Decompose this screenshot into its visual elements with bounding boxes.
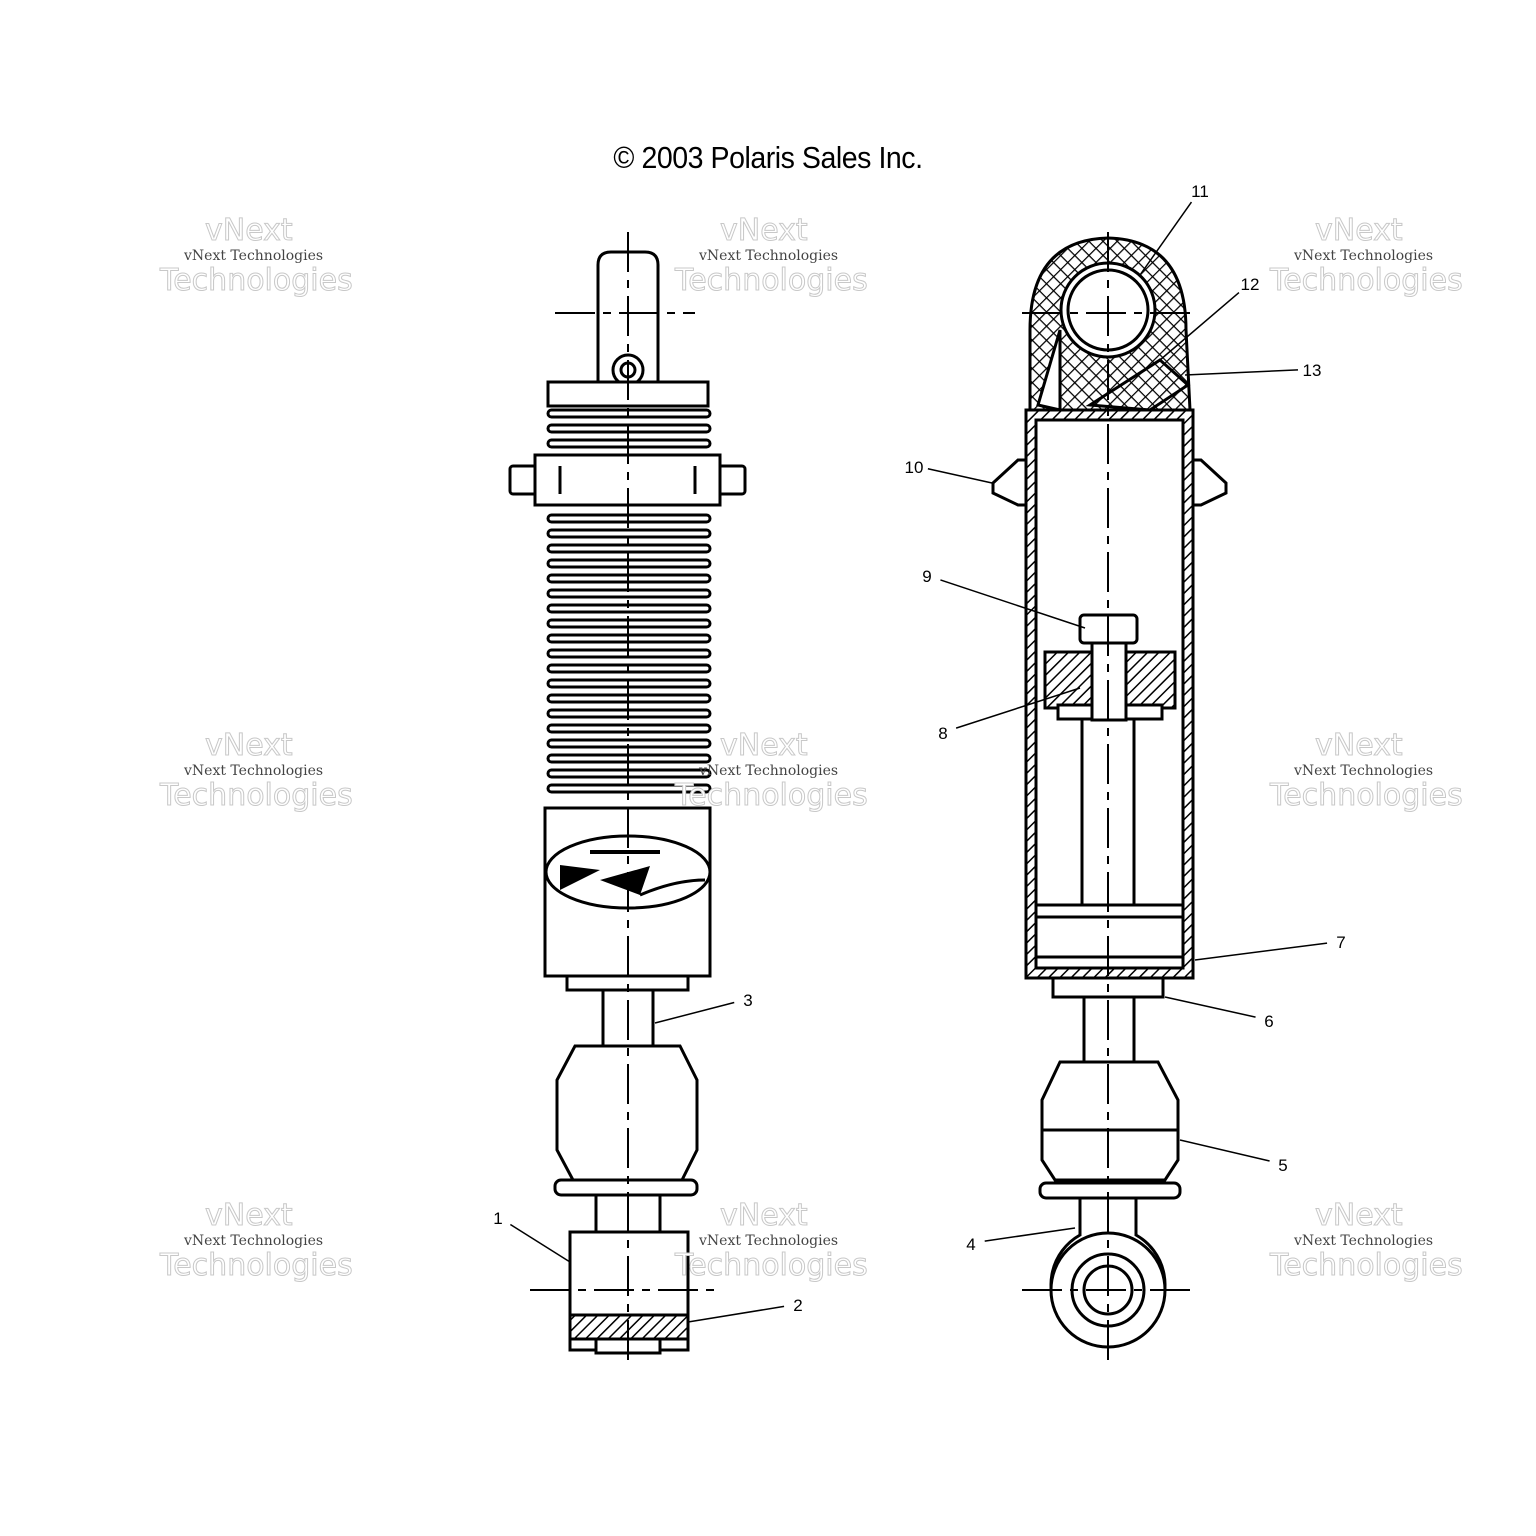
spring-coil	[546, 543, 712, 554]
callout-number: 8	[938, 724, 947, 743]
callout-number: 5	[1278, 1156, 1287, 1175]
leader-line	[984, 1227, 1076, 1242]
leader-line	[1164, 996, 1256, 1018]
callout-left-lower-bushing: 2	[687, 1296, 803, 1323]
spring-coil	[546, 528, 712, 539]
leader-line	[509, 1223, 571, 1263]
leader-line	[654, 1001, 735, 1024]
leader-line	[1194, 942, 1328, 961]
leader-line	[1139, 201, 1193, 276]
callout-valve-cap: 13	[1184, 361, 1322, 380]
leader-line	[687, 1305, 785, 1323]
callout-number: 13	[1303, 361, 1322, 380]
leader-line	[1179, 1139, 1270, 1162]
spring-coil	[546, 783, 712, 794]
callout-piston-nut: 9	[922, 567, 1086, 629]
right-shock-section-view	[991, 236, 1228, 1349]
callout-lower-eye: 4	[966, 1227, 1076, 1254]
callout-number: 10	[905, 458, 924, 477]
center-lines	[530, 232, 1195, 1360]
callout-number: 12	[1241, 275, 1260, 294]
leader-line	[927, 468, 993, 484]
callout-number: 3	[743, 991, 752, 1010]
callout-number: 7	[1336, 933, 1345, 952]
callout-valve: 12	[1159, 275, 1260, 361]
callout-spring-collar: 10	[905, 458, 993, 484]
copyright-title: © 2003 Polaris Sales Inc.	[613, 140, 923, 175]
callout-shaft: 3	[654, 991, 753, 1024]
callout-left-lower-eye: 1	[493, 1209, 571, 1263]
callout-number: 4	[966, 1235, 975, 1254]
callout-number: 9	[922, 567, 931, 586]
leader-line	[1159, 292, 1240, 361]
callout-upper-eye-bushing: 11	[1139, 182, 1209, 276]
callout-number: 6	[1264, 1012, 1273, 1031]
leader-line	[1184, 369, 1299, 376]
leader-line	[955, 687, 1081, 729]
leader-line	[940, 579, 1086, 629]
callout-number: 1	[493, 1209, 502, 1228]
callout-seal-cap: 6	[1164, 996, 1274, 1031]
callout-number: 2	[793, 1296, 802, 1315]
callout-piston: 8	[938, 687, 1081, 743]
left-shock-exterior-view	[508, 250, 747, 1355]
callout-body-end-ring: 7	[1194, 933, 1346, 961]
callout-bumper: 5	[1179, 1139, 1288, 1175]
bumper-right	[1040, 1060, 1180, 1182]
callout-number: 11	[1191, 182, 1209, 201]
